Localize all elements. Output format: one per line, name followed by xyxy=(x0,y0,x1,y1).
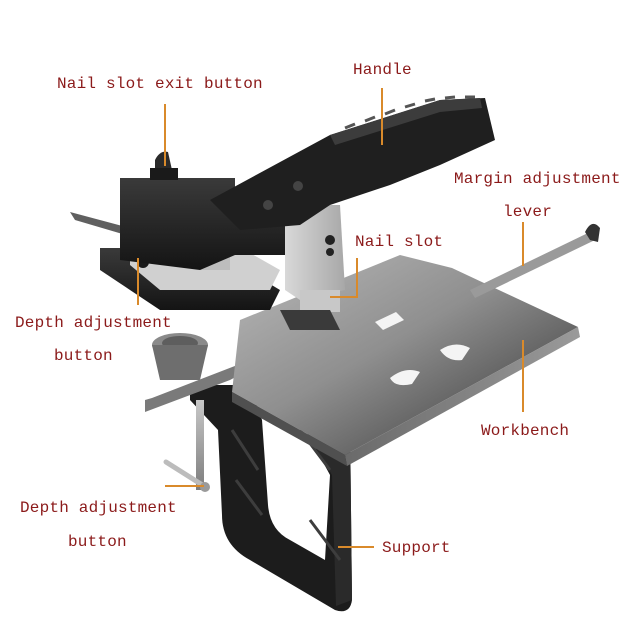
label-margin-adjustment-line1: Margin adjustment xyxy=(454,170,621,188)
label-margin-adjustment-line2: lever xyxy=(503,203,553,221)
margin-lever xyxy=(470,223,600,298)
label-nail-slot: Nail slot xyxy=(355,233,444,251)
clamp-screw xyxy=(163,400,210,492)
leader-nail-slot xyxy=(330,258,358,298)
handle xyxy=(210,95,495,230)
label-depth-adjustment-top-line1: Depth adjustment xyxy=(15,314,172,332)
stapler-head xyxy=(120,151,345,330)
left-clamp-arm xyxy=(145,333,245,412)
label-support: Support xyxy=(382,539,451,557)
label-depth-adjustment-top-line2: button xyxy=(54,347,113,365)
label-handle: Handle xyxy=(353,61,412,79)
label-depth-adjustment-bottom-line2: button xyxy=(68,533,127,551)
leader-lines xyxy=(137,88,524,548)
label-workbench: Workbench xyxy=(481,422,570,440)
label-depth-adjustment-bottom-line1: Depth adjustment xyxy=(20,499,177,517)
label-nail-slot-exit-button: Nail slot exit button xyxy=(57,75,263,93)
